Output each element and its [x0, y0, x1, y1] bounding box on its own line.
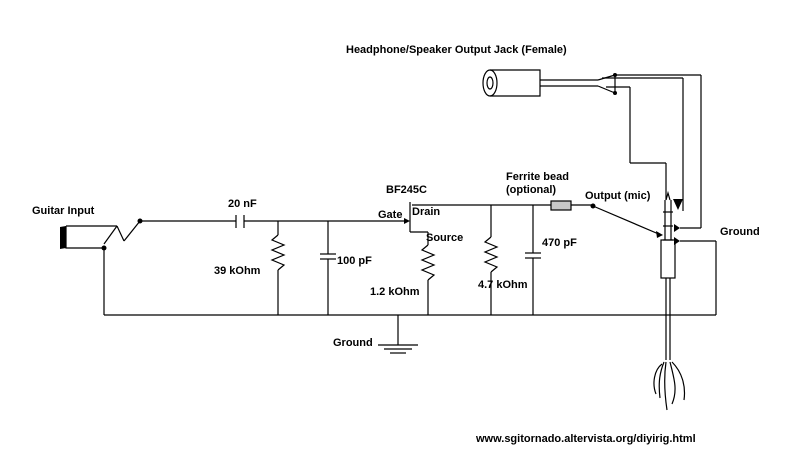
- transistor-label: BF245C: [386, 184, 427, 196]
- resistor-39k: [270, 221, 286, 315]
- resistor-4-7k: [483, 205, 499, 315]
- ground-bottom-label: Ground: [333, 337, 373, 349]
- trrs-plug: [653, 190, 686, 411]
- capacitor-470pf: [525, 205, 541, 315]
- headphone-output-jack: [482, 69, 632, 97]
- ground-right-label: Ground: [720, 226, 760, 238]
- circuit-wires: [103, 74, 717, 316]
- capacitor-20nf: [235, 215, 245, 228]
- gate-label: Gate: [378, 209, 402, 221]
- output-mic-label: Output (mic): [585, 190, 651, 202]
- capacitor-470pf-label: 470 pF: [542, 237, 577, 249]
- resistor-1-2k-label: 1.2 kOhm: [370, 286, 420, 298]
- guitar-input-jack: [60, 218, 143, 251]
- capacitor-100pf: [320, 221, 336, 315]
- jfet-bf245c: [404, 202, 436, 315]
- guitar-input-label: Guitar Input: [32, 205, 95, 217]
- ferrite-bead-label: Ferrite bead: [506, 171, 569, 183]
- ground-symbol: [378, 315, 418, 354]
- ferrite-bead-note: (optional): [506, 184, 556, 196]
- output-node: [590, 203, 596, 209]
- capacitor-20nf-label: 20 nF: [228, 198, 257, 210]
- source-label: Source: [426, 232, 463, 244]
- capacitor-100pf-label: 100 pF: [337, 255, 372, 267]
- jack-title: Headphone/Speaker Output Jack (Female): [346, 44, 567, 56]
- footer-url: www.sgitornado.altervista.org/diyirig.ht…: [475, 433, 696, 445]
- ferrite-bead: [550, 200, 572, 211]
- drain-label: Drain: [412, 206, 440, 218]
- resistor-4-7k-label: 4.7 kOhm: [478, 279, 528, 291]
- resistor-39k-label: 39 kOhm: [214, 265, 261, 277]
